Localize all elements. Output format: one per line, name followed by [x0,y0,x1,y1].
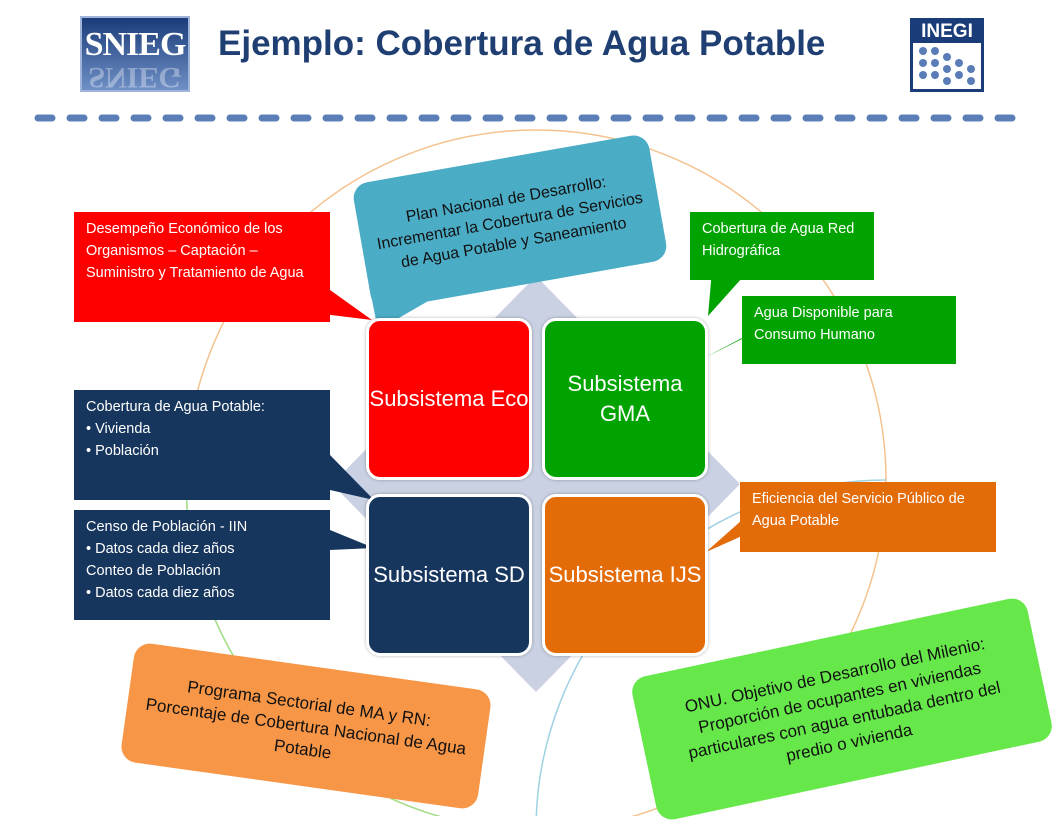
cobertura-potable-heading: Cobertura de Agua Potable: [86,399,265,415]
inegi-logo-text: INEGI [913,21,981,43]
snieg-logo: SNIEG SNIEG [80,16,190,92]
list-item: Datos cada diez años [86,582,318,604]
cobertura-potable-list: Vivienda Población [86,418,318,462]
cobertura-potable-callout: Cobertura de Agua Potable: Vivienda Pobl… [74,390,330,500]
list-item: Datos cada diez años [86,538,318,560]
inegi-logo: INEGI [910,18,984,92]
cobertura-red-callout: Cobertura de Agua Red Hidrográfica [690,212,874,280]
list-item: Vivienda [86,418,318,440]
censo-list-1: Datos cada diez años [86,538,318,560]
censo-list-2: Datos cada diez años [86,582,318,604]
eficiencia-callout: Eficiencia del Servicio Público de Agua … [740,482,996,552]
subsystem-sd-tile: Subsistema SD [366,494,532,656]
subsystem-ijs-tile: Subsistema IJS [542,494,708,656]
desempeno-callout: Desempeño Económico de los Organismos – … [74,212,330,322]
subsystem-gma-tile: Subsistema GMA [542,318,708,480]
list-item: Población [86,440,318,462]
header-separator [34,114,1034,122]
page-title: Ejemplo: Cobertura de Agua Potable [218,24,826,63]
subsystem-eco-tile: Subsistema Eco [366,318,532,480]
censo-callout: Censo de Población - IIN Datos cada diez… [74,510,330,620]
agua-disponible-callout: Agua Disponible para Consumo Humano [742,296,956,364]
censo-line-2: Conteo de Población [86,563,221,579]
snieg-logo-text: SNIEG [84,26,187,63]
censo-line-1: Censo de Población - IIN [86,519,248,535]
inegi-logo-dots [919,47,975,85]
